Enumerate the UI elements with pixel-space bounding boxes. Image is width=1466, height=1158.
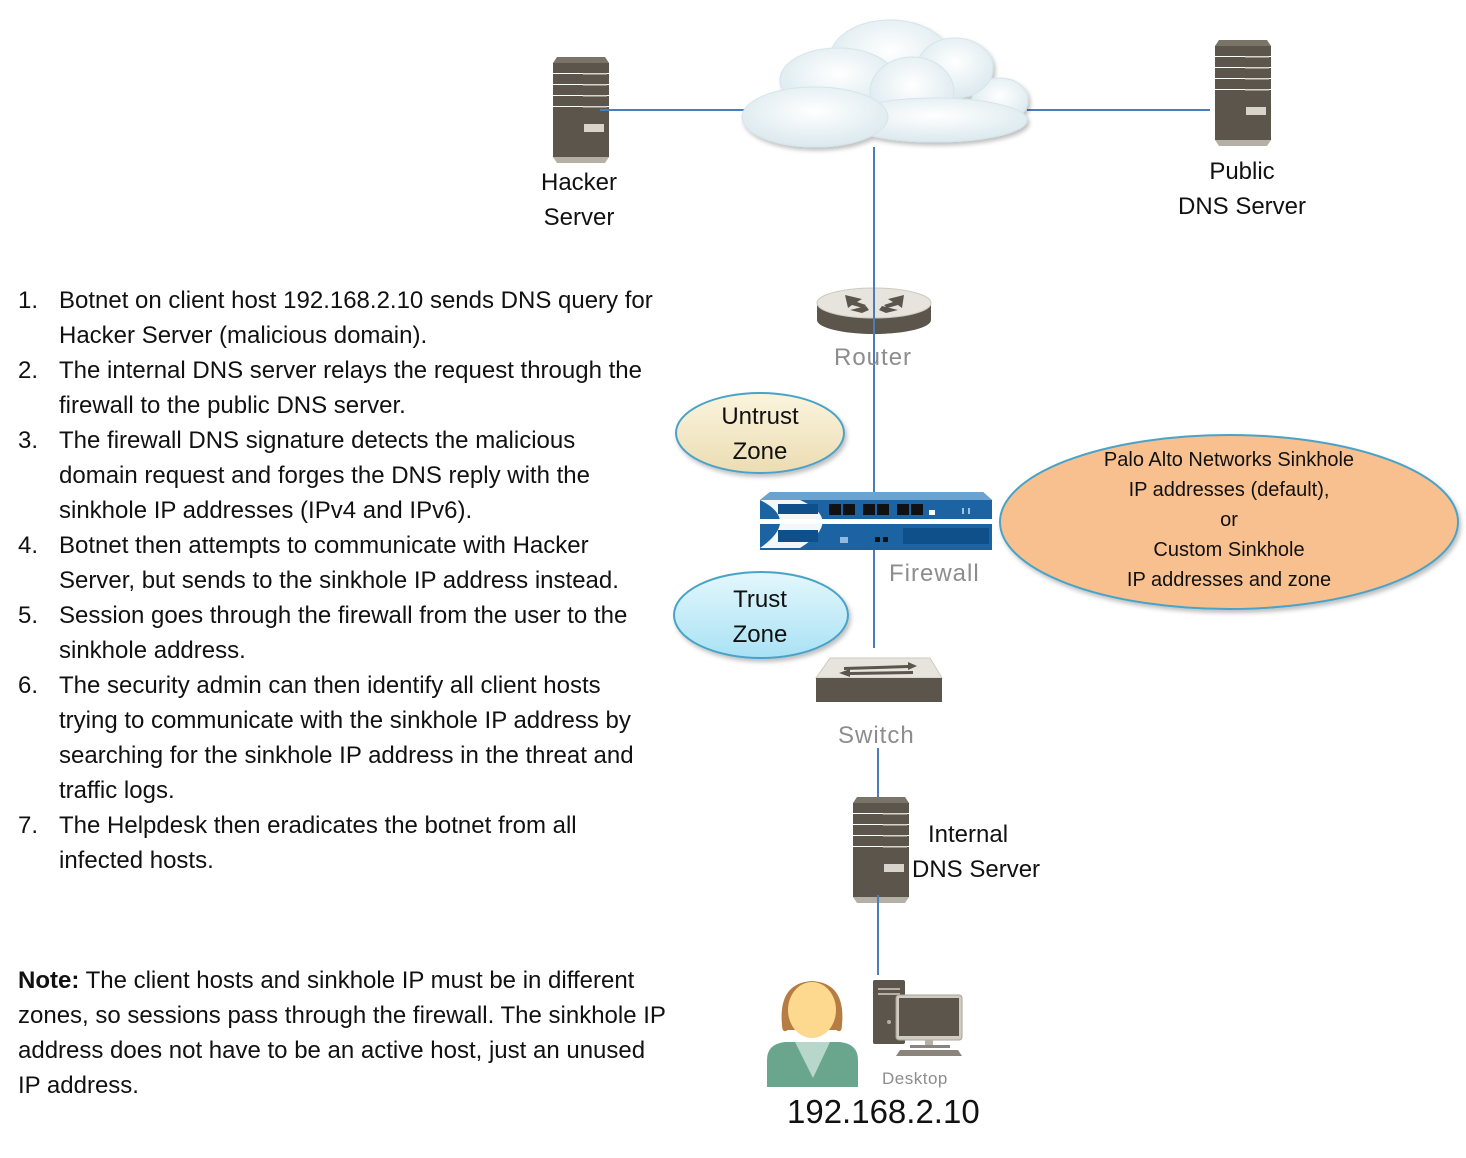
trust-zone-line2: Zone <box>732 621 788 648</box>
router-label: Router <box>834 344 913 371</box>
firewall-appliance-icon <box>760 492 992 550</box>
hacker-server-label-line2: Server <box>543 204 615 231</box>
step-text: The security admin can then identify all… <box>59 672 634 804</box>
sinkhole-line: IP addresses (default), <box>1128 479 1330 501</box>
internal-dns-label: Internal DNS Server <box>910 817 1040 887</box>
step-item: 2. The internal DNS server relays the req… <box>18 353 658 423</box>
step-number: 7. <box>18 812 39 839</box>
user-avatar-icon <box>767 981 858 1087</box>
client-ip-label: 192.168.2.10 <box>787 1093 980 1130</box>
sinkhole-line: IP addresses and zone <box>1126 569 1332 591</box>
step-text: The internal DNS server relays the reque… <box>59 357 642 419</box>
trust-zone-label: Trust Zone <box>690 582 830 652</box>
public-dns-server-icon <box>1215 40 1271 146</box>
sinkhole-line: or <box>1220 509 1238 531</box>
sinkhole-line: Custom Sinkhole <box>1153 539 1305 561</box>
step-number: 4. <box>18 532 39 559</box>
sinkhole-callout-bubble <box>999 434 1459 610</box>
firewall-label: Firewall <box>889 560 980 587</box>
sinkhole-callout-text: Palo Alto Networks Sinkhole IP addresses… <box>1040 445 1418 595</box>
sinkhole-line: Palo Alto Networks Sinkhole <box>1103 449 1355 471</box>
desktop-label: Desktop <box>882 1069 948 1088</box>
untrust-zone-line1: Untrust <box>721 403 799 430</box>
trust-zone-bubble <box>673 571 849 659</box>
step-text: Botnet then attempts to communicate with… <box>59 532 619 594</box>
step-item: 3. The firewall DNS signature detects the… <box>18 423 658 528</box>
step-item: 6. The security admin can then identify a… <box>18 668 658 808</box>
step-item: 4. Botnet then attempts to communicate wi… <box>18 528 658 598</box>
step-number: 6. <box>18 672 39 699</box>
internal-dns-label-line1: Internal <box>928 821 1009 848</box>
internal-dns-server-icon <box>853 797 909 903</box>
switch-icon <box>815 657 943 702</box>
step-number: 2. <box>18 357 39 384</box>
public-dns-label-line1: Public <box>1209 158 1275 185</box>
untrust-zone-line2: Zone <box>732 438 788 465</box>
step-text: The Helpdesk then eradicates the botnet … <box>59 812 577 874</box>
steps-list: 1. Botnet on client host 192.168.2.10 sen… <box>18 283 658 878</box>
step-text: Botnet on client host 192.168.2.10 sends… <box>59 287 653 349</box>
switch-label: Switch <box>838 722 915 749</box>
hacker-server-label-line1: Hacker <box>540 169 618 196</box>
step-item: 5. Session goes through the firewall from… <box>18 598 658 668</box>
step-text: Session goes through the firewall from t… <box>59 602 628 664</box>
note-paragraph: Note: The client hosts and sinkhole IP m… <box>18 963 668 1103</box>
untrust-zone-label: Untrust Zone <box>690 399 830 469</box>
step-number: 1. <box>18 287 39 314</box>
step-number: 3. <box>18 427 39 454</box>
step-item: 1. Botnet on client host 192.168.2.10 sen… <box>18 283 658 353</box>
untrust-zone-bubble <box>675 392 845 474</box>
cloud-icon <box>741 19 1029 148</box>
trust-zone-line1: Trust <box>733 586 787 613</box>
step-number: 5. <box>18 602 39 629</box>
hacker-server-label: Hacker Server <box>520 165 638 235</box>
step-item: 7. The Helpdesk then eradicates the botne… <box>18 808 658 878</box>
internal-dns-label-line2: DNS Server <box>912 856 1041 883</box>
note-label: Note: <box>18 967 80 994</box>
public-dns-label: Public DNS Server <box>1160 154 1324 224</box>
step-text: The firewall DNS signature detects the m… <box>59 427 590 524</box>
public-dns-label-line2: DNS Server <box>1177 193 1307 220</box>
note-text: The client hosts and sinkhole IP must be… <box>18 967 666 1099</box>
desktop-computer-icon <box>873 980 963 1056</box>
